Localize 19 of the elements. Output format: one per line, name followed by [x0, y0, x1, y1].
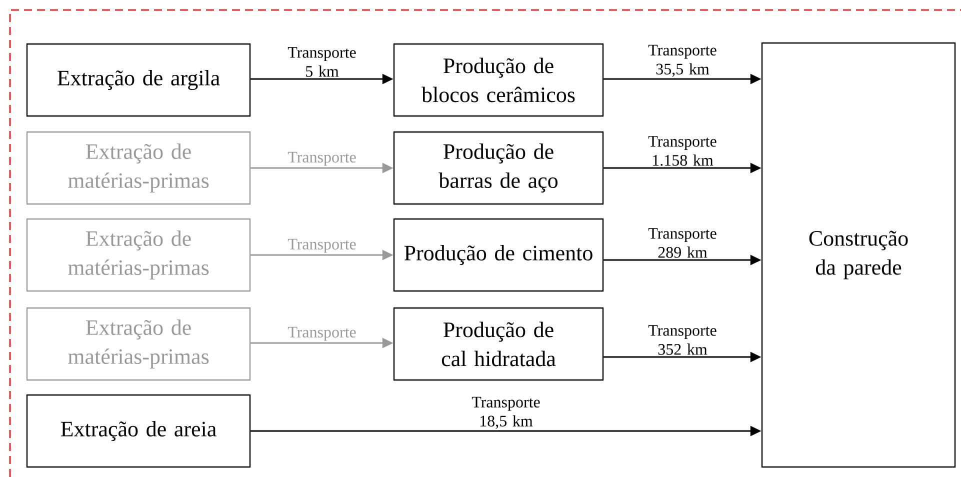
- edge-label: Transporte: [288, 326, 356, 341]
- process-box: Produção de barras de aço: [393, 131, 604, 205]
- edge-label: Transporte 18,5 km: [472, 396, 540, 429]
- edge-label: Transporte: [288, 152, 356, 166]
- process-box: Produção de cimento: [393, 218, 604, 292]
- process-box: Construção da parede: [761, 42, 956, 468]
- edge-label: Transporte 35,5 km: [648, 44, 716, 77]
- process-box: Produção de blocos cerâmicos: [393, 43, 604, 117]
- process-box: Extração de argila: [26, 43, 251, 117]
- edge-label: Transporte: [288, 238, 356, 253]
- process-box: Extração de matérias-primas: [26, 131, 251, 205]
- edge-label: Transporte 1.158 km: [648, 136, 716, 166]
- process-box: Extração de areia: [26, 394, 251, 468]
- process-box: Extração de matérias-primas: [26, 218, 251, 292]
- process-box: Produção de cal hidratada: [393, 307, 604, 381]
- edge-label: Transporte 352 km: [648, 325, 716, 355]
- process-box: Extração de matérias-primas: [26, 307, 251, 381]
- edge-label: Transporte 5 km: [288, 47, 356, 77]
- edge-label: Transporte 289 km: [648, 228, 716, 258]
